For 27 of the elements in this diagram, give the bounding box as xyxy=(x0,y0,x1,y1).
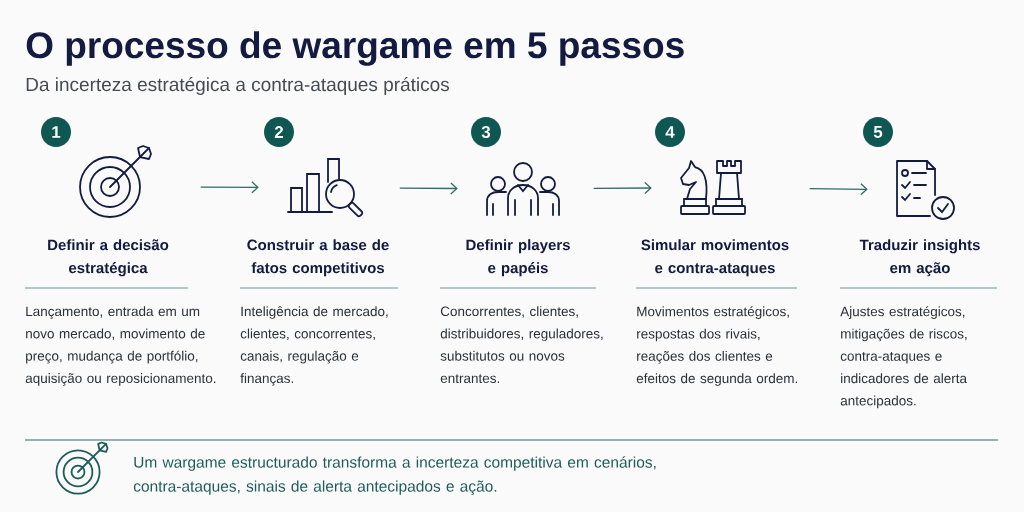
summary-text: Um wargame estructurado transforma a incerteza competitiva em cenários, contra-ataques, sinais de alerta antecipados e ação. xyxy=(133,456,656,495)
step-heading: Simular movimentos e contra-ataques xyxy=(641,239,789,277)
chart-search-icon xyxy=(287,158,364,218)
target-icon xyxy=(79,145,152,218)
number-badge: 4 xyxy=(655,117,685,147)
number-badge: 3 xyxy=(471,117,501,147)
number-badge: 2 xyxy=(264,117,294,147)
arrow xyxy=(200,181,259,194)
checklist-icon xyxy=(896,160,955,220)
subtitle: Da incerteza estratégica a contra-ataques práticos xyxy=(26,77,449,95)
step-heading: Definir a decisão estratégica xyxy=(48,239,169,277)
arrow xyxy=(399,182,458,195)
step-description: Inteligência de mercado, clientes, concorrentes, canais, regulação e finanças. xyxy=(240,306,388,386)
title: O processo de wargame em 5 passos xyxy=(26,31,684,66)
step-heading: Construir a base de fatos competitivos xyxy=(247,239,389,277)
chess-pieces-icon xyxy=(680,160,746,215)
step-description: Lançamento, entrada em um novo mercado, movimento de preço, mudança de portfólio, aquisição ou reposicionamento. xyxy=(25,306,216,386)
arrow xyxy=(593,181,652,195)
step-heading: Definir players e papéis xyxy=(466,239,570,277)
number-badge: 5 xyxy=(863,117,893,147)
step-description: Movimentos estratégicos, respostas dos rivais, reações dos clientes e efeitos de segunda ordem. xyxy=(636,306,798,386)
step-description: Concorrentes, clientes, distribuidores, reguladores, substitutos ou novos entrantes. xyxy=(440,306,603,383)
people-icon xyxy=(486,162,560,216)
step-heading: Traduzir insights em ação xyxy=(859,239,980,277)
number-badge: 1 xyxy=(41,117,71,147)
step-description: Ajustes estratégicos, mitigações de riscos, contra-ataques e indicadores de alerta antecipados. xyxy=(840,306,967,409)
arrow xyxy=(809,183,868,196)
